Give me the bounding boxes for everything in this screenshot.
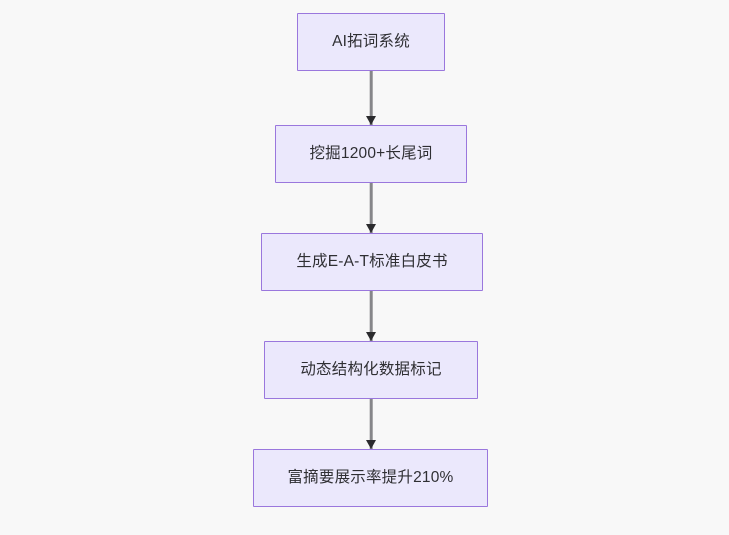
edge-line [369, 399, 373, 449]
flow-node-dynamic-structured-data-markup[interactable]: 动态结构化数据标记 [264, 341, 478, 399]
flow-node-label: AI拓词系统 [332, 32, 410, 50]
arrow-head-icon [366, 332, 376, 341]
flow-node-label: 挖掘1200+长尾词 [309, 144, 433, 162]
edge-line [369, 291, 373, 341]
arrow-head-icon [366, 224, 376, 233]
arrow-head-icon [366, 440, 376, 449]
flow-node-mine-longtail-keywords[interactable]: 挖掘1200+长尾词 [275, 125, 467, 183]
edge-line [369, 71, 373, 125]
edge-line [369, 183, 373, 233]
flow-node-rich-snippet-impression-lift[interactable]: 富摘要展示率提升210% [253, 449, 488, 507]
flow-node-label: 动态结构化数据标记 [300, 360, 442, 378]
flow-node-label: 生成E-A-T标准白皮书 [296, 252, 448, 270]
flow-node-label: 富摘要展示率提升210% [287, 468, 454, 486]
flow-node-ai-keyword-expansion-system[interactable]: AI拓词系统 [297, 13, 445, 71]
arrow-head-icon [366, 116, 376, 125]
flow-node-generate-eat-whitepaper[interactable]: 生成E-A-T标准白皮书 [261, 233, 483, 291]
